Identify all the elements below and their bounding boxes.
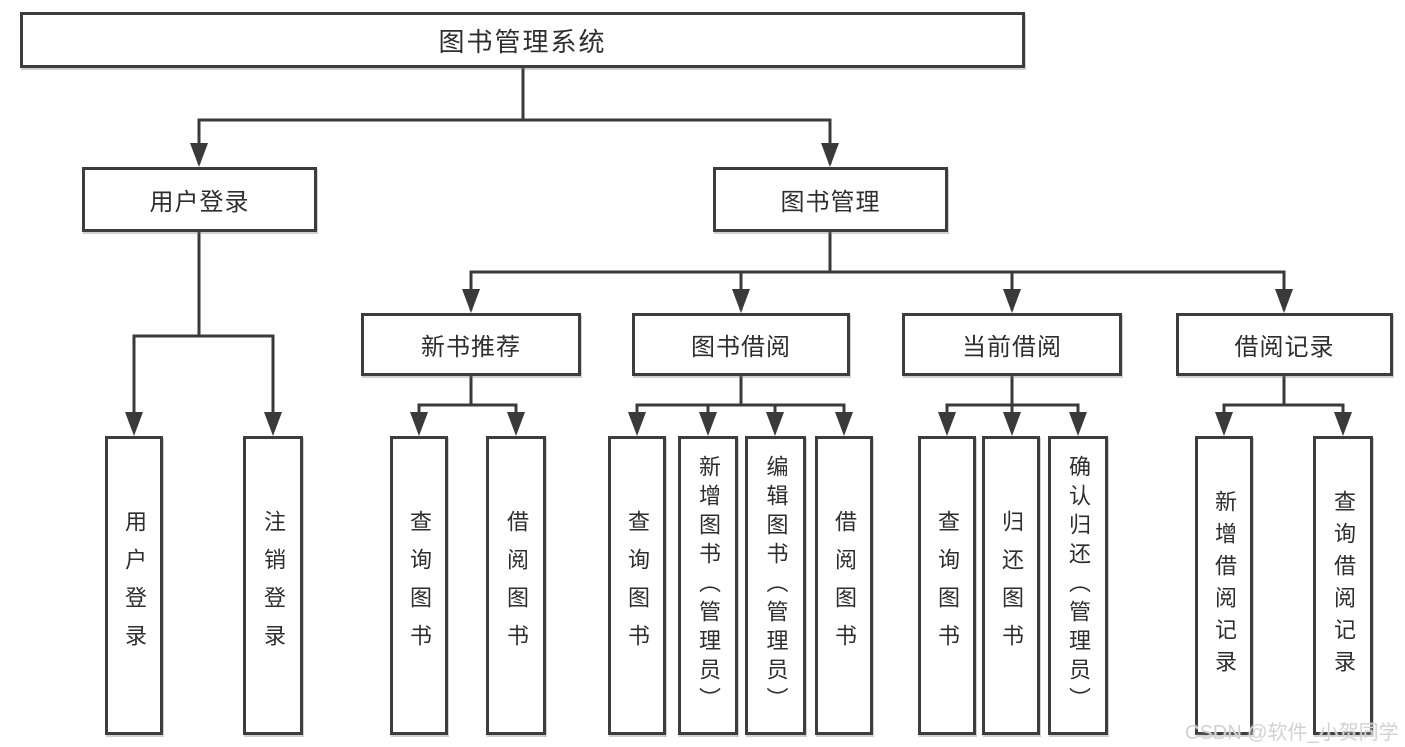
watermark: CSDN @软件_小贺同学 [1185,722,1399,744]
node-library-management-system: 图书管理系统 [20,12,1025,68]
node-logout: 注销登录 [243,436,303,735]
node-user-login-leaf: 用户登录 [105,436,163,735]
node-bb-edit-book-admin-label: 编辑图书（管理员） [763,455,789,716]
node-book-management: 图书管理 [713,167,948,232]
node-borrow-record: 借阅记录 [1176,313,1393,376]
node-current-borrow: 当前借阅 [902,313,1122,376]
arrow-down-icon [766,412,784,436]
node-cb-query-book-label: 查询图书 [935,509,960,662]
node-br-add-record-label: 新增借阅记录 [1212,489,1237,682]
arrow-down-icon [1003,289,1021,313]
arrow-down-icon [1069,412,1087,436]
arrow-down-icon [821,143,839,167]
node-br-add-record: 新增借阅记录 [1195,436,1253,735]
node-cb-confirm-return-admin-label: 确认归还（管理员） [1066,455,1091,716]
arrow-down-icon [1334,412,1352,436]
node-nbr-borrow-book-label: 借阅图书 [504,509,529,662]
arrow-down-icon [264,412,282,436]
node-nbr-query-book: 查询图书 [390,436,448,735]
arrow-down-icon [699,412,717,436]
connector-line [132,334,275,432]
node-book-borrow-label: 图书借阅 [691,334,791,361]
arrow-down-icon [507,412,525,436]
connector-line [417,403,518,432]
node-book-borrow: 图书借阅 [632,313,850,376]
node-user-login-label: 用户登录 [149,189,250,216]
connector-line [635,403,846,432]
node-bb-add-book-admin: 新增图书（管理员） [678,436,738,735]
arrow-down-icon [1275,289,1293,313]
node-cb-return-book-label: 归还图书 [999,509,1024,662]
arrowheads [125,143,1352,436]
node-bb-query-book-label: 查询图书 [625,509,650,662]
node-nbr-borrow-book: 借阅图书 [486,436,546,735]
node-borrow-record-label: 借阅记录 [1234,334,1335,361]
arrow-down-icon [628,412,646,436]
arrow-down-icon [1215,412,1233,436]
connector-line [1222,403,1345,432]
node-cb-return-book: 归还图书 [982,436,1040,735]
connector-line [469,270,1286,310]
node-bb-borrow-book: 借阅图书 [815,436,873,735]
node-new-book-recommend: 新书推荐 [361,313,581,376]
node-br-query-record: 查询借阅记录 [1313,436,1373,735]
arrow-down-icon [125,412,143,436]
connector-line [197,118,832,164]
node-library-management-system-label: 图书管理系统 [438,26,607,57]
node-logout-label: 注销登录 [261,509,286,662]
node-bb-add-book-admin-label: 新增图书（管理员） [696,455,721,716]
node-bb-borrow-book-label: 借阅图书 [832,509,857,662]
arrow-down-icon [462,289,480,313]
arrow-down-icon [190,143,208,167]
node-user-login-leaf-label: 用户登录 [122,509,147,662]
node-bb-edit-book-admin: 编辑图书（管理员） [745,436,806,735]
node-book-management-label: 图书管理 [780,189,881,216]
node-new-book-recommend-label: 新书推荐 [421,334,521,361]
arrow-down-icon [1003,412,1021,436]
node-cb-query-book: 查询图书 [918,436,976,735]
arrow-down-icon [732,289,750,313]
node-user-login: 用户登录 [82,167,317,232]
node-nbr-query-book-label: 查询图书 [407,509,432,662]
connector-lines [132,68,1345,432]
node-cb-confirm-return-admin: 确认归还（管理员） [1048,436,1108,735]
node-bb-query-book: 查询图书 [608,436,666,735]
arrow-down-icon [835,412,853,436]
arrow-down-icon [938,412,956,436]
node-current-borrow-label: 当前借阅 [962,334,1062,361]
arrow-down-icon [410,412,428,436]
node-br-query-record-label: 查询借阅记录 [1331,489,1356,682]
